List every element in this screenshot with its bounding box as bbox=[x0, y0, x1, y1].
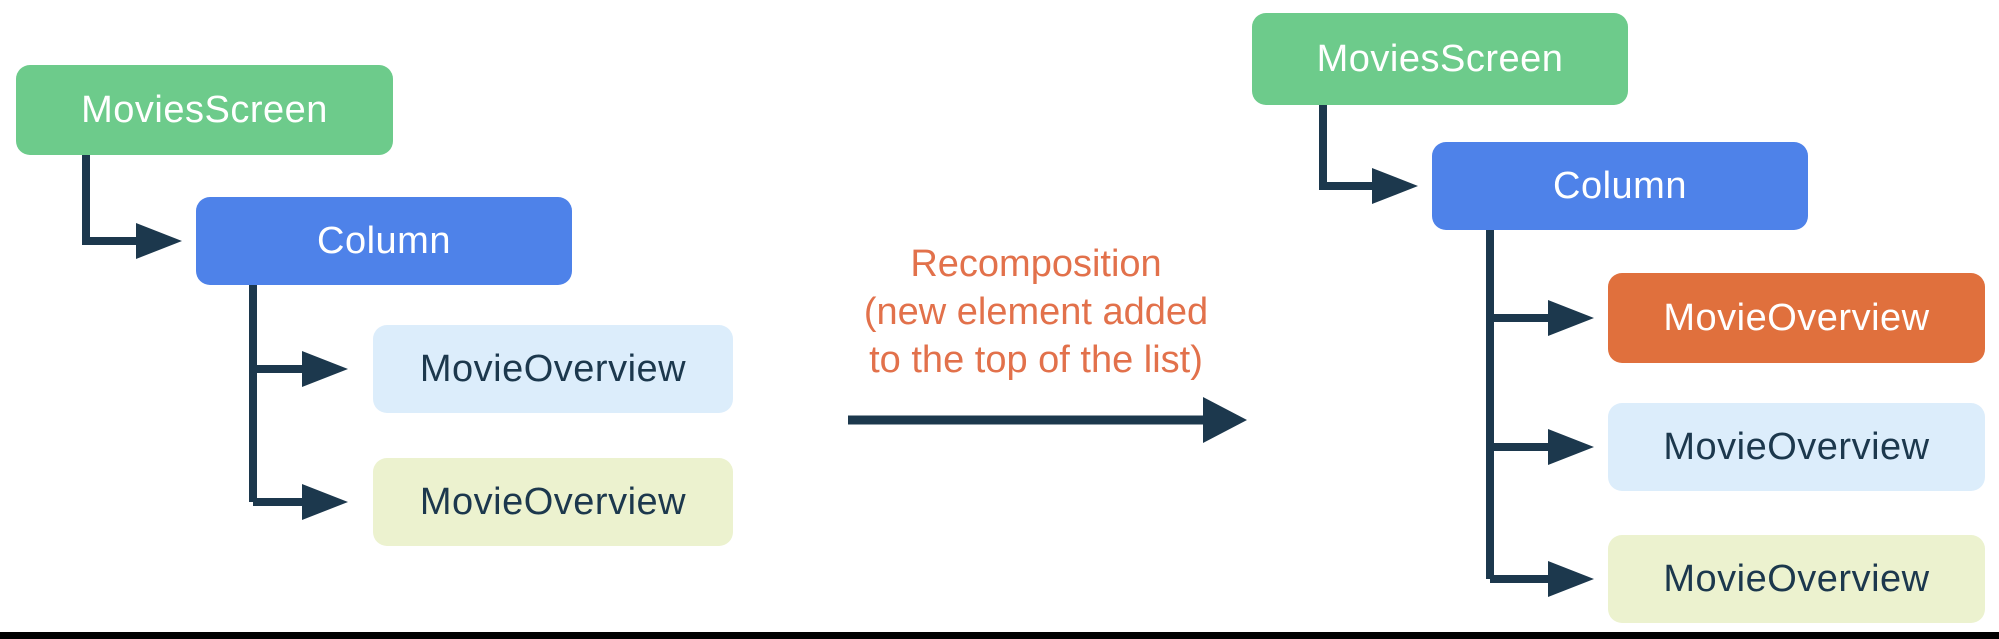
left-node-moviesscreen: MoviesScreen bbox=[16, 65, 393, 155]
right-node-moviesscreen: MoviesScreen bbox=[1252, 13, 1628, 105]
bottom-rule bbox=[0, 632, 1999, 639]
recomposition-caption-line1: Recomposition bbox=[910, 243, 1162, 285]
recomposition-caption-line2: (new element added bbox=[863, 291, 1209, 333]
right-root-arrowhead-icon bbox=[1372, 168, 1418, 204]
right-node-movieoverview-new: MovieOverview bbox=[1608, 273, 1985, 363]
left-branch-2-arrowhead-icon bbox=[302, 484, 348, 520]
recomposition-arrowhead-icon bbox=[1203, 397, 1247, 443]
right-node-column: Column bbox=[1432, 142, 1808, 230]
right-node-movieoverview-3: MovieOverview bbox=[1608, 535, 1985, 623]
left-root-elbow-line bbox=[82, 155, 136, 245]
left-root-arrowhead-icon bbox=[136, 223, 182, 259]
right-node-movieoverview-2: MovieOverview bbox=[1608, 403, 1985, 491]
recomposition-caption: Recomposition (new element added to the … bbox=[786, 240, 1286, 384]
left-branch-1-arrowhead-icon bbox=[302, 351, 348, 387]
left-node-movieoverview-2: MovieOverview bbox=[373, 458, 733, 546]
right-branch-2-arrowhead-icon bbox=[1548, 429, 1594, 465]
right-root-elbow-line bbox=[1319, 105, 1372, 190]
left-node-column: Column bbox=[196, 197, 572, 285]
right-branch-1-arrowhead-icon bbox=[1548, 300, 1594, 336]
right-branch-3-arrowhead-icon bbox=[1548, 561, 1594, 597]
left-node-movieoverview-1: MovieOverview bbox=[373, 325, 733, 413]
recomposition-caption-line3: to the top of the list) bbox=[869, 339, 1203, 381]
